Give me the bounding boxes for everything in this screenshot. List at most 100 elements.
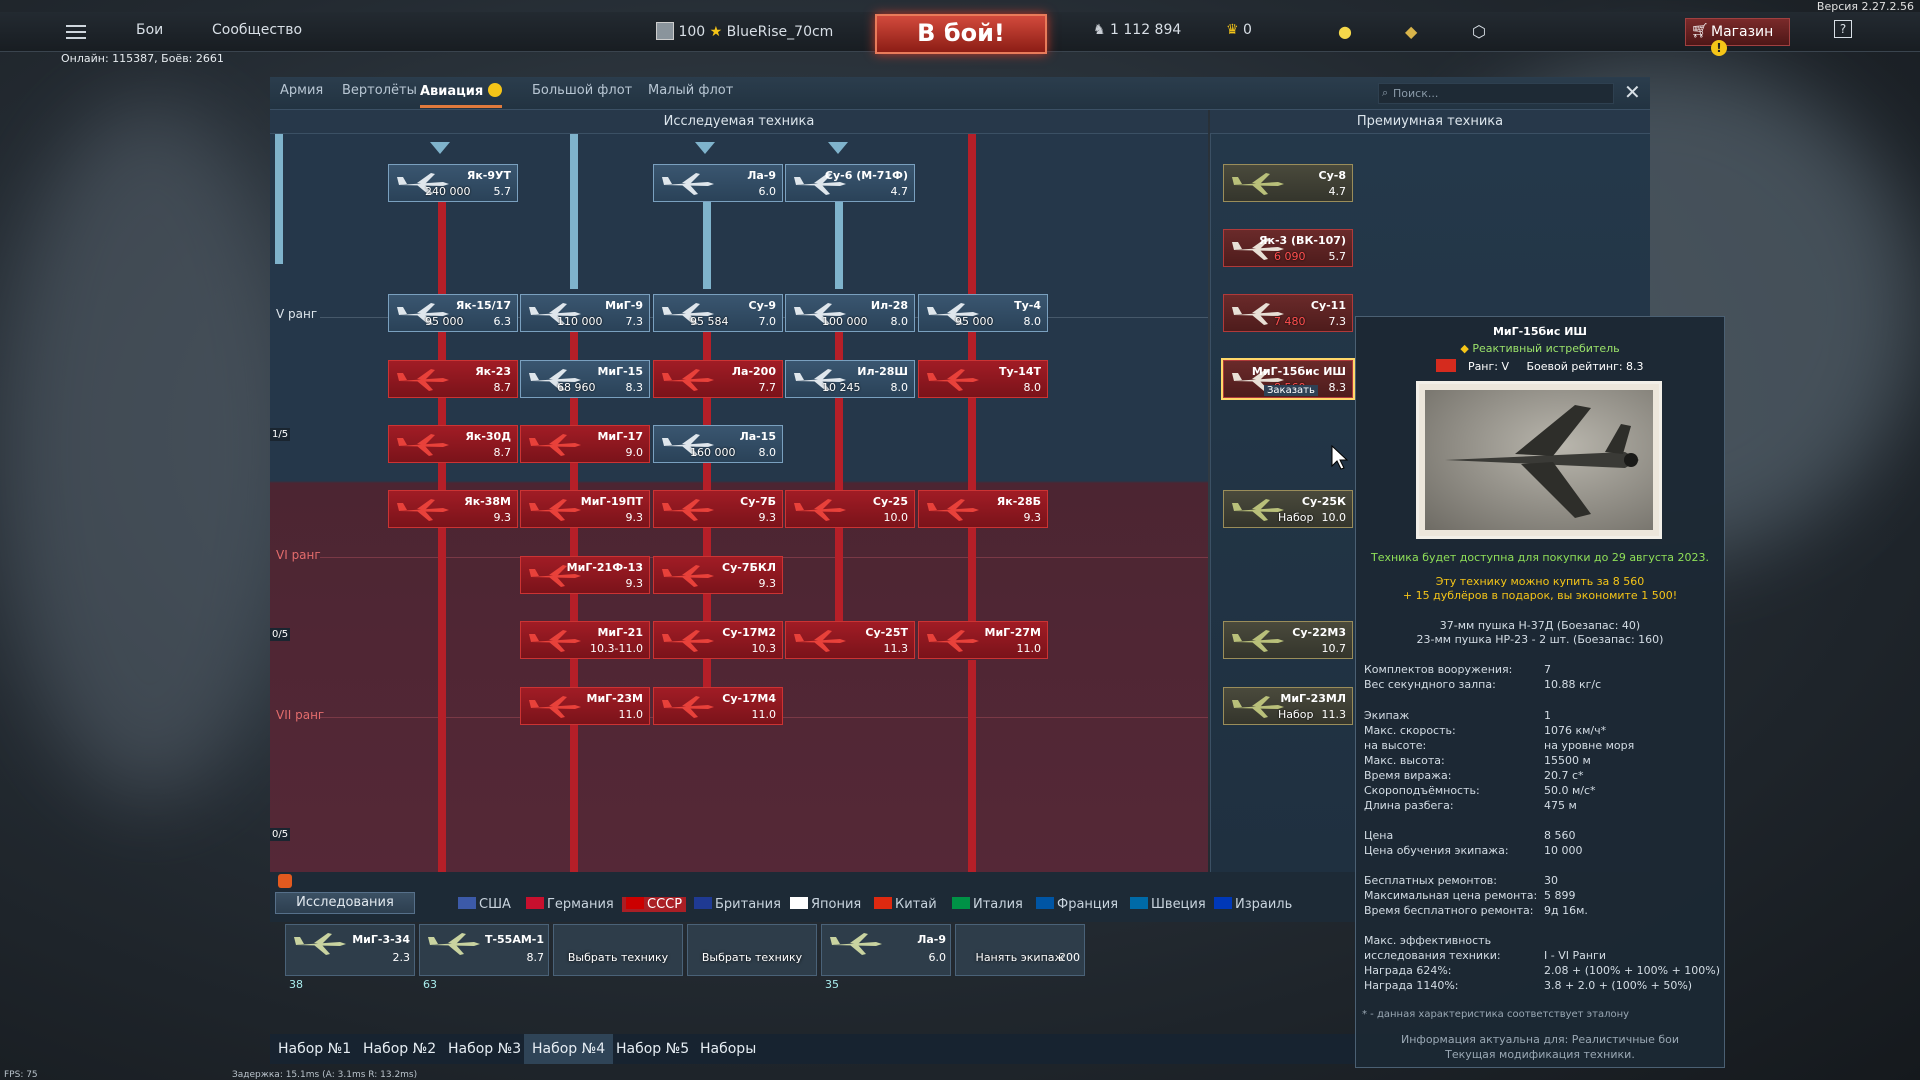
preset-tab[interactable]: Набор №1 xyxy=(278,1041,352,1057)
aircraft-icon xyxy=(529,303,581,325)
aircraft-icon xyxy=(397,434,449,456)
research-button[interactable]: Исследования xyxy=(275,892,415,914)
country-name: Израиль xyxy=(1235,897,1293,912)
stat-row: Вес секундного залпа:10.88 кг/с xyxy=(1364,678,1716,693)
country-tab[interactable]: Британия xyxy=(694,897,781,912)
menu-icon[interactable] xyxy=(66,25,86,39)
silver-lions[interactable]: ♞ 1 112 894 xyxy=(1093,22,1181,38)
tab-aviation[interactable]: Авиация xyxy=(420,83,502,108)
diamond-icon[interactable]: ◆ xyxy=(1405,22,1418,41)
researchable-header: Исследуемая техника xyxy=(270,110,1208,134)
country-tab[interactable]: Япония xyxy=(790,897,861,912)
tab-coastal-fleet[interactable]: Малый флот xyxy=(648,83,734,98)
preset-tab[interactable]: Набор №2 xyxy=(363,1041,437,1057)
country-tab[interactable]: Германия xyxy=(526,897,614,912)
shop-button[interactable]: 🛒︎ Магазин ! xyxy=(1685,18,1790,56)
aircraft-icon xyxy=(529,630,581,652)
country-tab[interactable]: Швеция xyxy=(1130,897,1206,912)
country-tab[interactable]: СССР xyxy=(622,897,687,912)
golden-eagles[interactable]: ♛ 0 xyxy=(1226,22,1252,38)
preset-tab[interactable]: Наборы xyxy=(700,1041,757,1057)
close-icon[interactable]: ✕ xyxy=(1624,80,1641,104)
country-name: Франция xyxy=(1057,897,1119,912)
stat-row: Комплектов вооружения:7 xyxy=(1364,663,1716,678)
player-profile[interactable]: 100 ★ BlueRise_70cm xyxy=(656,22,833,40)
tab-army[interactable]: Армия xyxy=(280,83,324,98)
battle-rating: 8.7 xyxy=(493,446,512,459)
vehicle-card[interactable]: Су-6 (М-71Ф)4.7 xyxy=(785,164,915,202)
country-tab[interactable]: США xyxy=(458,897,511,912)
vehicle-name: Як-23 xyxy=(475,365,511,378)
crew-slot[interactable]: Выбрать технику xyxy=(687,924,817,976)
community-menu[interactable]: Сообщество xyxy=(212,22,303,38)
battles-menu[interactable]: Бои xyxy=(136,22,164,38)
tab-helicopters[interactable]: Вертолёты xyxy=(342,83,417,98)
country-tab[interactable]: Китай xyxy=(874,897,937,912)
stat-value: 9д 16м. xyxy=(1544,904,1588,917)
coupon-icon[interactable]: ⬡ xyxy=(1472,22,1486,41)
search-input[interactable]: ⌕ Поиск... xyxy=(1378,83,1614,104)
country-tab[interactable]: Франция xyxy=(1036,897,1118,912)
premium-vehicle-card[interactable]: МиГ-15бис ИШ8.38 560Заказать xyxy=(1221,358,1355,400)
preset-tab[interactable]: Набор №4 xyxy=(524,1034,614,1064)
to-battle-button[interactable]: В бой! xyxy=(875,14,1047,54)
flag-icon xyxy=(790,897,808,909)
stat-key: Цена обучения экипажа: xyxy=(1364,844,1509,857)
order-button[interactable]: Заказать xyxy=(1264,385,1318,396)
preset-tab[interactable]: Набор №3 xyxy=(448,1041,522,1057)
country-tab[interactable]: Израиль xyxy=(1214,897,1292,912)
country-name: Китай xyxy=(895,897,937,912)
country-tab[interactable]: Италия xyxy=(952,897,1023,912)
preset-tab[interactable]: Набор №5 xyxy=(616,1041,690,1057)
lightbulb-icon[interactable]: ● xyxy=(1338,22,1352,41)
stat-row: Скороподъёмность:50.0 м/с* xyxy=(1364,784,1716,799)
crew-slot[interactable]: Выбрать технику xyxy=(553,924,683,976)
stat-key: Максимальная цена ремонта: xyxy=(1364,889,1538,902)
vehicle-name: МиГ-15бис ИШ xyxy=(1251,365,1346,378)
aircraft-icon xyxy=(1232,696,1284,718)
vehicle-tooltip: МиГ-15бис ИШ ◆ Реактивный истребитель Ра… xyxy=(1355,316,1725,1068)
aircraft-icon xyxy=(927,369,979,391)
help-button[interactable]: ? xyxy=(1834,20,1852,38)
flag-icon xyxy=(626,897,644,909)
tab-bluewater-fleet[interactable]: Большой флот xyxy=(532,83,633,98)
